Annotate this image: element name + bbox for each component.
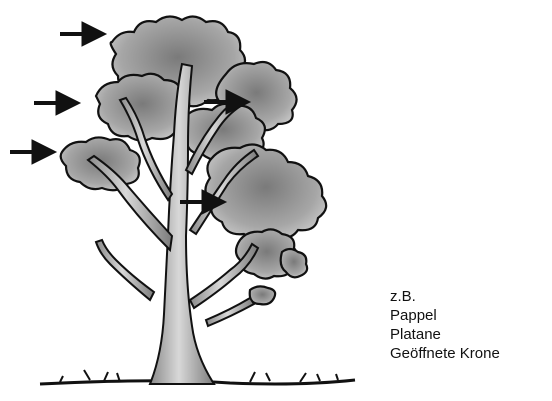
caption-line-crown-type: Geöffnete Krone (390, 344, 500, 363)
arrow-icon (10, 140, 56, 164)
caption-line-example: z.B. (390, 287, 500, 306)
arrow-icon (34, 91, 80, 115)
arrow-icon (60, 22, 106, 46)
caption-line-pappel: Pappel (390, 306, 500, 325)
caption-line-platane: Platane (390, 325, 500, 344)
caption: z.B. Pappel Platane Geöffnete Krone (390, 287, 500, 363)
